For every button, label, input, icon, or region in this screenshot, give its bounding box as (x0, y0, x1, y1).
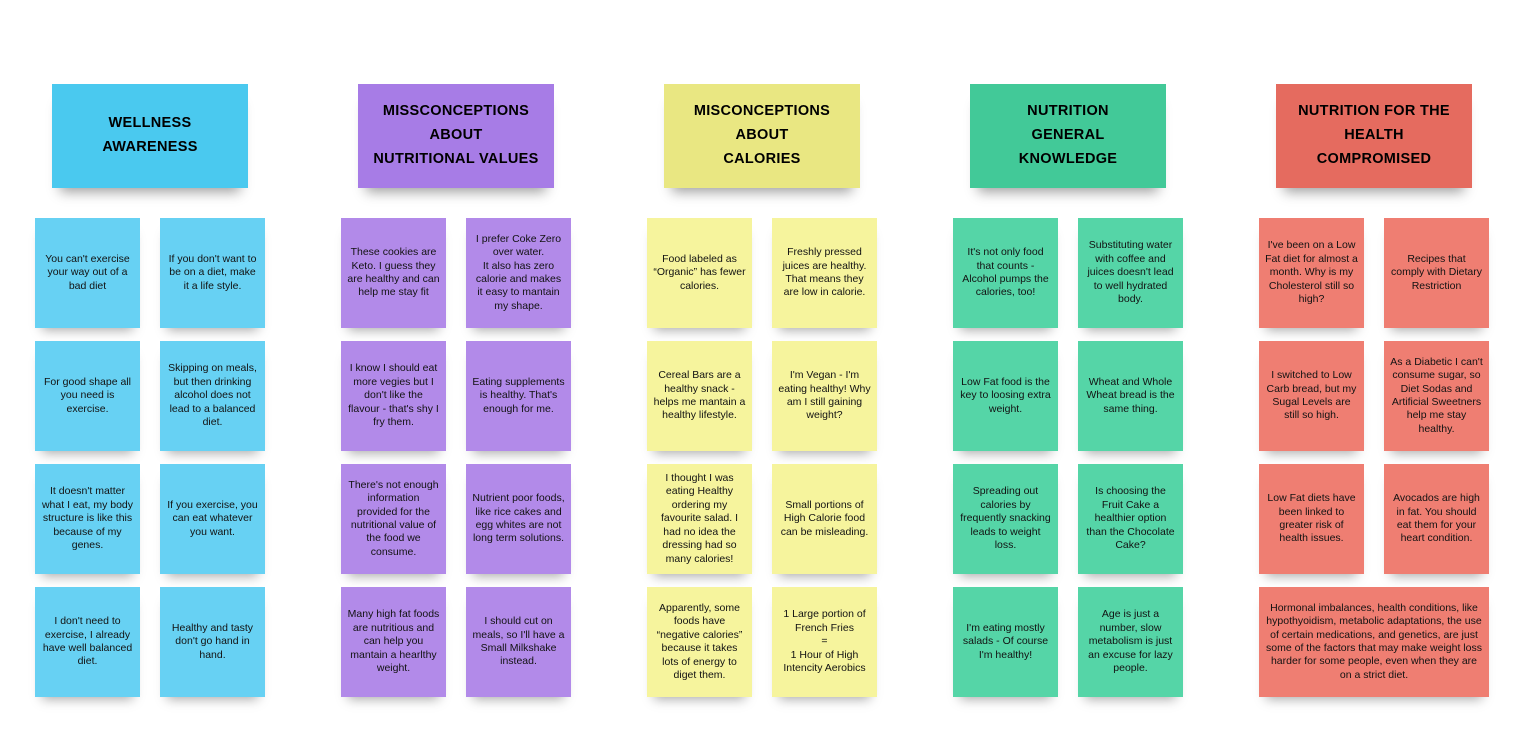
sticky-note[interactable]: Nutrient poor foods, like rice cakes and… (466, 464, 571, 574)
column-wellness-awareness: WELLNESS AWARENESS You can't exercise yo… (35, 84, 265, 697)
sticky-note[interactable]: 1 Large portion of French Fries = 1 Hour… (772, 587, 877, 698)
sticky-note[interactable]: Age is just a number, slow metabolism is… (1078, 587, 1183, 697)
sticky-note[interactable]: You can't exercise your way out of a bad… (35, 218, 140, 328)
column-header-misconceptions-about-calories[interactable]: MISCONCEPTIONS ABOUT CALORIES (664, 84, 860, 188)
notes-grid: I've been on a Low Fat diet for almost a… (1259, 218, 1489, 697)
sticky-note[interactable]: Low Fat food is the key to loosing extra… (953, 341, 1058, 451)
sticky-note[interactable]: Food labeled as “Organic” has fewer calo… (647, 218, 752, 328)
notes-grid: It's not only food that counts - Alcohol… (953, 218, 1183, 697)
sticky-note[interactable]: I don't need to exercise, I already have… (35, 587, 140, 697)
column-misconceptions-about-calories: MISCONCEPTIONS ABOUT CALORIES Food label… (647, 84, 877, 698)
sticky-note[interactable]: Wheat and Whole Wheat bread is the same … (1078, 341, 1183, 451)
sticky-note[interactable]: Low Fat diets have been linked to greate… (1259, 464, 1364, 574)
sticky-note[interactable]: I'm Vegan - I'm eating healthy! Why am I… (772, 341, 877, 451)
column-header-wellness-awareness[interactable]: WELLNESS AWARENESS (52, 84, 248, 188)
sticky-note[interactable]: Recipes that comply with Dietary Restric… (1384, 218, 1489, 328)
sticky-note[interactable]: Is choosing the Fruit Cake a healthier o… (1078, 464, 1183, 574)
sticky-note-wide[interactable]: Hormonal imbalances, health conditions, … (1259, 587, 1489, 697)
sticky-note[interactable]: Small portions of High Calorie food can … (772, 464, 877, 575)
sticky-note[interactable]: I prefer Coke Zero over water. It also h… (466, 218, 571, 328)
sticky-note[interactable]: I should cut on meals, so I'll have a Sm… (466, 587, 571, 697)
sticky-note[interactable]: It doesn't matter what I eat, my body st… (35, 464, 140, 574)
sticky-note[interactable]: I've been on a Low Fat diet for almost a… (1259, 218, 1364, 328)
notes-grid: These cookies are Keto. I guess they are… (341, 218, 571, 697)
sticky-note[interactable]: Spreading out calories by frequently sna… (953, 464, 1058, 574)
sticky-note[interactable]: I'm eating mostly salads - Of course I'm… (953, 587, 1058, 697)
sticky-note[interactable]: These cookies are Keto. I guess they are… (341, 218, 446, 328)
column-header-missconceptions-about-nutritional-values[interactable]: MISSCONCEPTIONS ABOUT NUTRITIONAL VALUES (358, 84, 554, 188)
sticky-note[interactable]: I thought I was eating Healthy ordering … (647, 464, 752, 575)
column-header-nutrition-general-knowledge[interactable]: NUTRITION GENERAL KNOWLEDGE (970, 84, 1166, 188)
notes-grid: Food labeled as “Organic” has fewer calo… (647, 218, 877, 698)
sticky-note[interactable]: I know I should eat more vegies but I do… (341, 341, 446, 451)
sticky-note[interactable]: Substituting water with coffee and juice… (1078, 218, 1183, 328)
notes-grid: You can't exercise your way out of a bad… (35, 218, 265, 697)
sticky-note[interactable]: Healthy and tasty don't go hand in hand. (160, 587, 265, 697)
sticky-note-board: WELLNESS AWARENESS You can't exercise yo… (35, 84, 1489, 698)
sticky-note[interactable]: Eating supplements is healthy. That's en… (466, 341, 571, 451)
sticky-note[interactable]: For good shape all you need is exercise. (35, 341, 140, 451)
sticky-note[interactable]: I switched to Low Carb bread, but my Sug… (1259, 341, 1364, 451)
sticky-note[interactable]: Skipping on meals, but then drinking alc… (160, 341, 265, 451)
column-missconceptions-about-nutritional-values: MISSCONCEPTIONS ABOUT NUTRITIONAL VALUES… (341, 84, 571, 697)
sticky-note[interactable]: Cereal Bars are a healthy snack - helps … (647, 341, 752, 451)
sticky-note[interactable]: As a Diabetic I can't consume sugar, so … (1384, 341, 1489, 451)
sticky-note[interactable]: If you don't want to be on a diet, make … (160, 218, 265, 328)
column-nutrition-for-the-health-compromised: NUTRITION FOR THE HEALTH COMPROMISED I'v… (1259, 84, 1489, 697)
column-nutrition-general-knowledge: NUTRITION GENERAL KNOWLEDGE It's not onl… (953, 84, 1183, 697)
sticky-note[interactable]: Freshly pressed juices are healthy. That… (772, 218, 877, 328)
sticky-note[interactable]: It's not only food that counts - Alcohol… (953, 218, 1058, 328)
column-header-nutrition-for-the-health-compromised[interactable]: NUTRITION FOR THE HEALTH COMPROMISED (1276, 84, 1472, 188)
sticky-note[interactable]: Avocados are high in fat. You should eat… (1384, 464, 1489, 574)
sticky-note[interactable]: Apparently, some foods have “negative ca… (647, 587, 752, 698)
sticky-note[interactable]: There's not enough information provided … (341, 464, 446, 574)
sticky-note[interactable]: If you exercise, you can eat whatever yo… (160, 464, 265, 574)
sticky-note[interactable]: Many high fat foods are nutritious and c… (341, 587, 446, 697)
